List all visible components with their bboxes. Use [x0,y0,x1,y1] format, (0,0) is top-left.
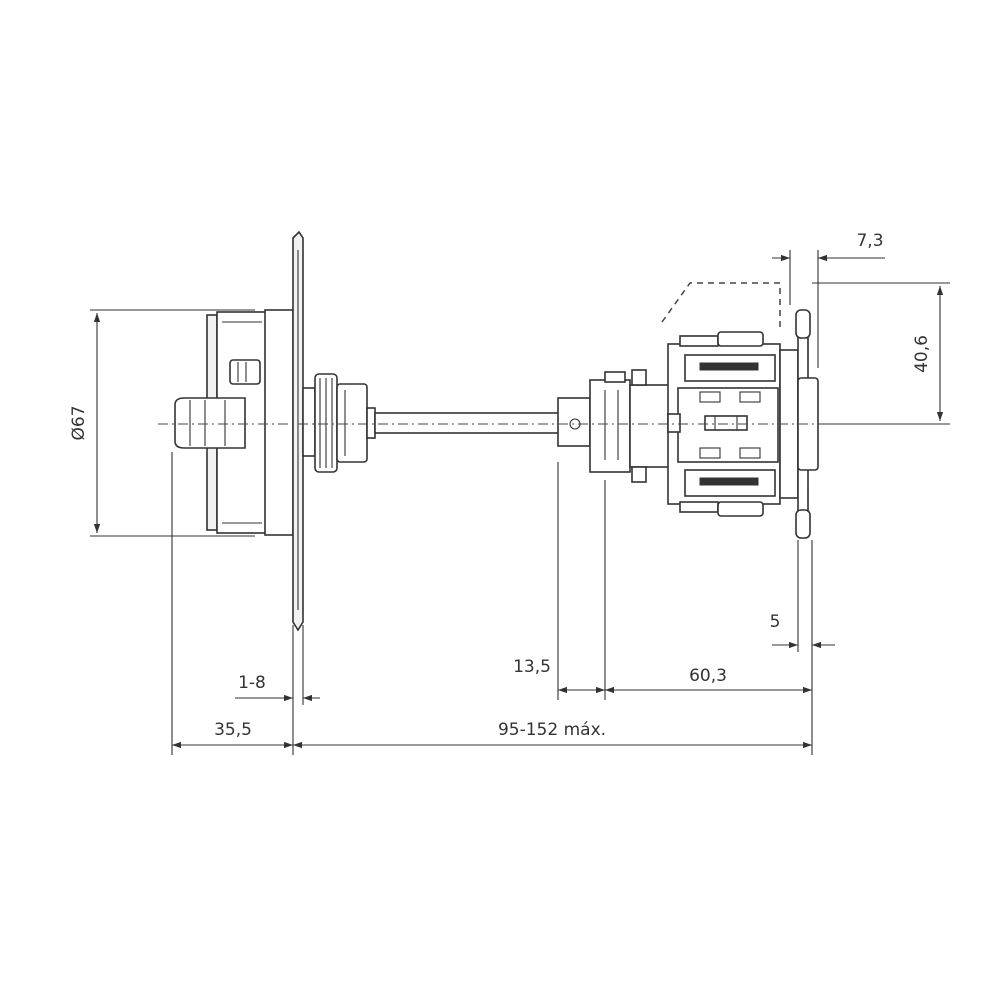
dim-total-depth-label: 95-152 máx. [498,720,606,740]
dim-right-offset-label: 5 [770,612,781,632]
front-handle [174,309,294,536]
dim-shaft-offset-label: 13,5 [513,657,551,677]
dim-panel-thickness-label: 1-8 [238,673,266,693]
dim-switch-depth-label: 60,3 [689,666,727,686]
mounting-nut [302,373,376,473]
dim-top-offset-label: 7,3 [856,231,883,251]
extension-lines [90,250,950,755]
panel-door [292,230,304,632]
dimension-lines [93,254,944,749]
shaft-coupler [557,397,591,447]
shaft [374,412,561,434]
dim-height-right-label: 40,6 [912,335,932,373]
dim-front-depth-label: 35,5 [214,720,252,740]
dim-diameter-label: Ø67 [69,405,89,440]
enclosure-outline [661,282,781,330]
